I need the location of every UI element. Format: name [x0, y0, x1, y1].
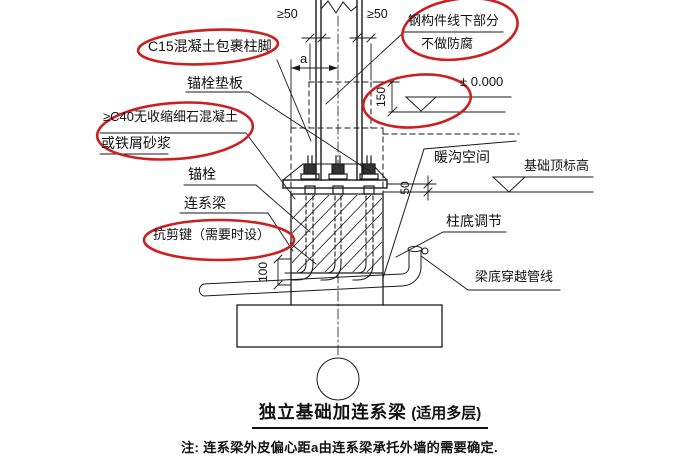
pipe-left-cap	[198, 283, 205, 297]
label-trench-space: 暖沟空间	[434, 149, 490, 165]
label-c15-wrap: C15混凝土包裹柱脚	[148, 38, 272, 54]
trench-outline	[382, 140, 517, 279]
drawing-title-suffix: (适用多层)	[411, 405, 482, 422]
label-anchor-bolt: 锚栓	[188, 166, 216, 182]
label-steel-note-line1: 钢构件线下部分	[408, 13, 500, 28]
dim-eccentricity-a: a	[300, 51, 308, 66]
column-break-symbol	[320, 0, 358, 14]
drawing-title: 独立基础加连系梁 (适用多层)	[252, 399, 488, 429]
label-column-base-adjust: 柱底调节	[446, 213, 502, 229]
dim-grout-50: 50	[398, 181, 412, 195]
elevation-symbol-foundation-top	[382, 176, 594, 193]
label-anchor-plate: 锚栓垫板	[187, 75, 243, 91]
label-pipe-under-beam: 梁底穿越管线	[475, 269, 554, 284]
highlight-ellipse-c40	[95, 101, 255, 161]
dim-embed-100: 100	[256, 261, 270, 283]
label-c40-grout-line2: 或铁屑砂浆	[101, 135, 171, 151]
label-tie-beam: 连系梁	[184, 195, 226, 211]
base-plate	[282, 179, 388, 189]
steel-column	[315, 0, 363, 358]
elevation-symbol-floor	[388, 96, 512, 113]
dim-clearance-left: ≥50	[277, 7, 298, 21]
drawing-note: 注: 连系梁外皮偏心距a由连系梁承托外墙的需要确定.	[181, 440, 498, 455]
embedded-anchor-bolts	[284, 195, 374, 281]
dim-clearance-right: ≥50	[367, 7, 388, 21]
anchor-bolt-nuts	[300, 155, 379, 195]
dim-wrap-height-150: 150	[374, 86, 388, 108]
pipe-under-beam-graphic	[198, 245, 429, 297]
label-shear-key: 抗剪键（需要时设）	[153, 227, 271, 242]
highlight-ellipse-150	[361, 73, 473, 129]
base-plate-assembly	[282, 155, 388, 195]
dim-floor-elevation: ± 0.000	[460, 74, 504, 89]
drawing-title-main: 独立基础加连系梁	[258, 402, 407, 422]
label-foundation-top-elev: 基础顶标高	[524, 158, 590, 173]
highlight-ellipse-shear-key	[142, 218, 296, 262]
detail-circle	[316, 357, 360, 401]
anchor-bolt-hooks	[284, 263, 374, 281]
label-c40-grout-line1: ≥C40无收缩细石混凝土	[103, 109, 238, 124]
leader-lines	[99, 31, 561, 291]
highlight-ellipse-steel-note	[401, 0, 519, 62]
highlight-ellipse-c15	[136, 28, 280, 66]
highlight-ellipses	[95, 0, 519, 262]
foundation-block	[236, 304, 443, 401]
concrete-wrap-dashed-outline	[290, 81, 520, 195]
label-steel-note-line2: 不做防腐	[421, 36, 474, 51]
